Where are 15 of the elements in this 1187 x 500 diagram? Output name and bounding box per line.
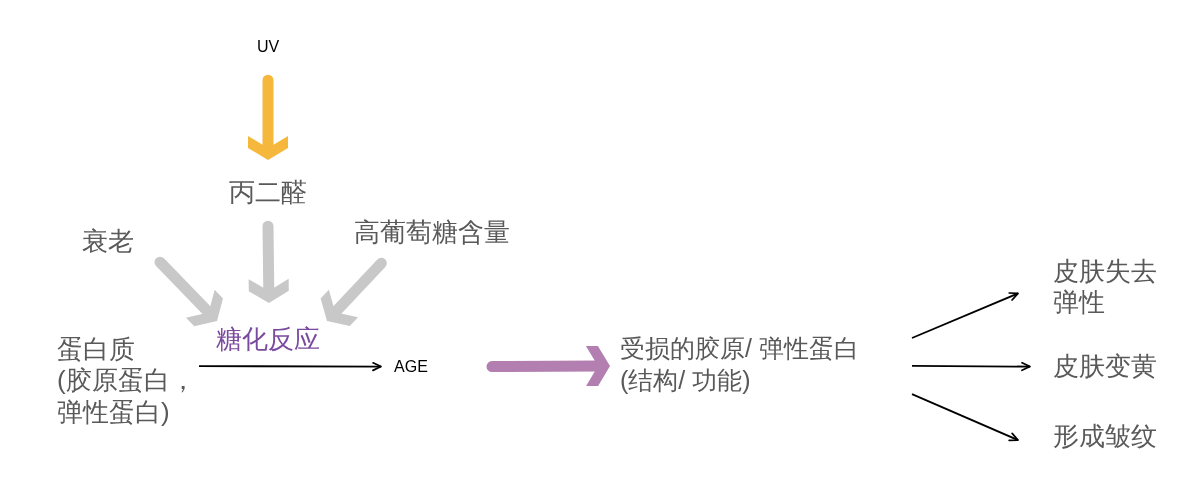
- cause-label: 衰老: [82, 226, 138, 258]
- effect-label: 形成皱纹: [1053, 421, 1163, 453]
- source-label: UV: [248, 37, 288, 57]
- arrow: [198, 361, 382, 372]
- arrow: [911, 361, 1031, 372]
- effect-label: 皮肤变黄: [1053, 351, 1163, 383]
- cause-label: 高葡萄糖含量: [354, 217, 518, 249]
- cause-label: 丙二醛: [228, 177, 308, 209]
- reaction-label: 糖化反应: [216, 324, 328, 356]
- arrow: [911, 393, 1019, 442]
- product-label: AGE: [389, 357, 433, 377]
- result-label: 受损的胶原/ 弹性蛋白 (结构/ 功能): [620, 332, 900, 396]
- substrate-label: 蛋白质 (胶原蛋白，弹性蛋白): [57, 334, 199, 429]
- arrow: [911, 292, 1019, 339]
- effect-label: 皮肤失去弹性: [1053, 256, 1163, 319]
